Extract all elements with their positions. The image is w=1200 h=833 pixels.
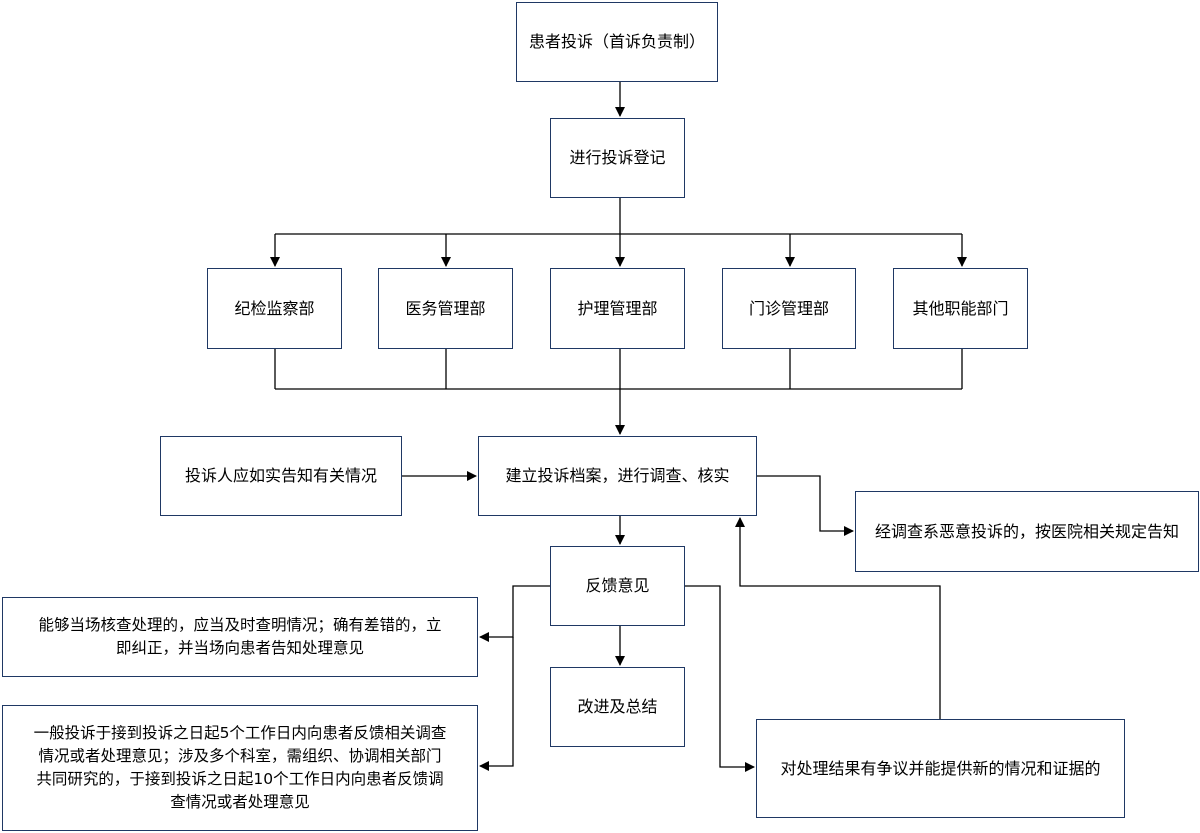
node-label: 进行投诉登记 <box>569 148 666 167</box>
node-outpatient-dept: 门诊管理部 <box>722 268 856 349</box>
node-discipline-inspection-dept: 纪检监察部 <box>207 268 342 349</box>
node-label: 反馈意见 <box>585 576 650 595</box>
node-label: 对处理结果有争议并能提供新的情况和证据的 <box>780 758 1101 778</box>
connector-dispute-file <box>735 517 941 719</box>
node-other-functional-dept: 其他职能部门 <box>893 268 1028 349</box>
node-label: 医务管理部 <box>405 298 486 318</box>
node-label: 建立投诉档案，进行调查、核实 <box>505 466 730 485</box>
node-malicious-complaint: 经调查系恶意投诉的，按医院相关规定告知 <box>855 491 1199 572</box>
node-label-line: 情况或者处理意见；涉及多个科室，需组织、协调相关部门 <box>38 747 442 765</box>
node-label: 门诊管理部 <box>748 298 829 318</box>
node-patient-complaint: 患者投诉（首诉负责制） <box>516 2 718 82</box>
node-label: 患者投诉（首诉负责制） <box>528 32 705 51</box>
node-label: 其他职能部门 <box>912 298 1009 318</box>
connector-feedback-dispute <box>685 585 755 772</box>
node-feedback: 反馈意见 <box>550 546 685 626</box>
node-dispute-new-evidence: 对处理结果有争议并能提供新的情况和证据的 <box>756 719 1125 818</box>
node-improve-summary: 改进及总结 <box>550 667 685 747</box>
node-label-line: 即纠正，并当场向患者告知处理意见 <box>115 639 364 657</box>
node-label: 护理管理部 <box>577 298 658 318</box>
connector-feedback-onsite <box>479 585 550 642</box>
node-label: 改进及总结 <box>577 697 658 716</box>
node-general-complaint-timeline: 一般投诉于接到投诉之日起5个工作日内向患者反馈相关调查 情况或者处理意见；涉及多… <box>2 705 478 831</box>
node-onsite-handling: 能够当场核查处理的，应当及时查明情况；确有差错的，立 即纠正，并当场向患者告知处… <box>2 597 478 677</box>
node-label-line: 能够当场核查处理的，应当及时查明情况；确有差错的，立 <box>38 616 442 634</box>
node-label: 经调查系恶意投诉的，按医院相关规定告知 <box>874 521 1179 541</box>
node-file-and-investigate: 建立投诉档案，进行调查、核实 <box>478 436 757 516</box>
connector-file-malicious <box>757 475 854 536</box>
node-medical-affairs-dept: 医务管理部 <box>378 268 513 349</box>
node-label-line: 查情况或者处理意见 <box>170 793 310 811</box>
node-label-line: 共同研究的，于接到投诉之日起10个工作日内向患者反馈调 <box>36 770 444 788</box>
node-complaint-registration: 进行投诉登记 <box>550 118 685 198</box>
node-nursing-dept: 护理管理部 <box>550 268 685 349</box>
node-label-line: 一般投诉于接到投诉之日起5个工作日内向患者反馈相关调查 <box>33 724 447 742</box>
connector-feedback-general <box>479 637 514 771</box>
node-complainant-truthful: 投诉人应如实告知有关情况 <box>160 436 402 516</box>
node-label: 纪检监察部 <box>234 298 315 318</box>
node-label: 投诉人应如实告知有关情况 <box>184 466 377 485</box>
